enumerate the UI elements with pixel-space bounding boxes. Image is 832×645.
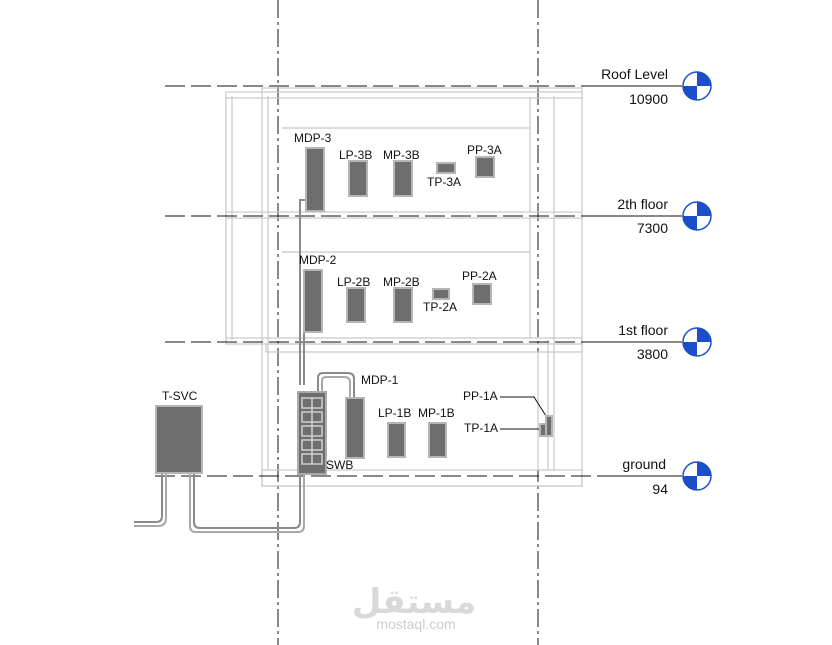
panel-pp2a[interactable]: [472, 283, 492, 305]
slab-2nd: [225, 211, 583, 219]
level-elevation-ground: 94: [652, 481, 668, 497]
label-lp3b: LP-3B: [339, 148, 372, 162]
panel-mdp3[interactable]: [305, 147, 325, 212]
label-mdp2: MDP-2: [299, 253, 337, 267]
label-lp2b: LP-2B: [337, 275, 370, 289]
switchboard-swb[interactable]: [297, 391, 327, 475]
panel-tp1a[interactable]: [539, 423, 547, 437]
watermark: مستقل mostaql.com: [352, 582, 476, 632]
panel-lp2b[interactable]: [346, 287, 366, 323]
panel-mdp2[interactable]: [303, 269, 323, 333]
panel-tp2a[interactable]: [432, 288, 450, 300]
watermark-latin: mostaql.com: [376, 616, 455, 632]
roof-slab: [225, 91, 583, 99]
slab-ground: [261, 469, 583, 487]
feeder-to-mdp1: [317, 372, 355, 400]
feeder-to-mdp3: [299, 199, 306, 385]
utility-incoming-cable: [134, 474, 163, 523]
label-tp2a: TP-2A: [423, 300, 457, 314]
panel-lp1b[interactable]: [387, 422, 406, 458]
label-tsvc: T-SVC: [162, 389, 198, 403]
slab-1st: [225, 337, 583, 345]
label-tp3a: TP-3A: [427, 175, 461, 189]
level-name-roof: Roof Level: [601, 66, 668, 82]
level-head-1st: [682, 327, 712, 357]
label-pp2a: PP-2A: [462, 269, 497, 283]
feeder-tsvc-to-swb: [193, 474, 301, 529]
label-mp2b: MP-2B: [383, 275, 420, 289]
level-elevation-1st: 3800: [637, 346, 668, 362]
panels: [155, 147, 553, 474]
level-elevation-roof: 10900: [629, 91, 668, 107]
label-pp3a: PP-3A: [467, 143, 502, 157]
panel-mp2b[interactable]: [393, 287, 413, 323]
feeder-cables: [134, 199, 355, 533]
level-head-ground: [682, 461, 712, 491]
label-mp1b: MP-1B: [418, 406, 455, 420]
level-elevation-2th: 7300: [637, 220, 668, 236]
level-head-roof: [682, 71, 712, 101]
leader-pp1a: [500, 396, 547, 417]
label-mdp3: MDP-3: [294, 131, 332, 145]
panel-mdp1[interactable]: [345, 397, 365, 459]
label-swb: SWB: [326, 458, 353, 472]
panel-mp3b[interactable]: [393, 160, 413, 197]
level-name-2th: 2th floor: [617, 196, 668, 212]
label-tp1a: TP-1A: [464, 421, 498, 435]
panel-lp3b[interactable]: [348, 160, 368, 197]
label-lp1b: LP-1B: [378, 406, 411, 420]
panel-mp1b[interactable]: [428, 422, 447, 458]
label-mdp1: MDP-1: [361, 373, 399, 387]
label-mp3b: MP-3B: [383, 148, 420, 162]
level-name-1st: 1st floor: [618, 322, 668, 338]
level-lines: [155, 85, 600, 477]
building-section: [225, 87, 583, 487]
level-head-2th: [682, 201, 712, 231]
transformer-tsvc[interactable]: [155, 405, 203, 474]
watermark-arabic: مستقل: [352, 582, 476, 622]
panel-tp3a[interactable]: [436, 162, 456, 174]
label-pp1a: PP-1A: [463, 389, 498, 403]
vertical-gridlines: [277, 0, 539, 645]
level-name-ground: ground: [622, 456, 666, 472]
panel-pp3a[interactable]: [475, 156, 495, 178]
